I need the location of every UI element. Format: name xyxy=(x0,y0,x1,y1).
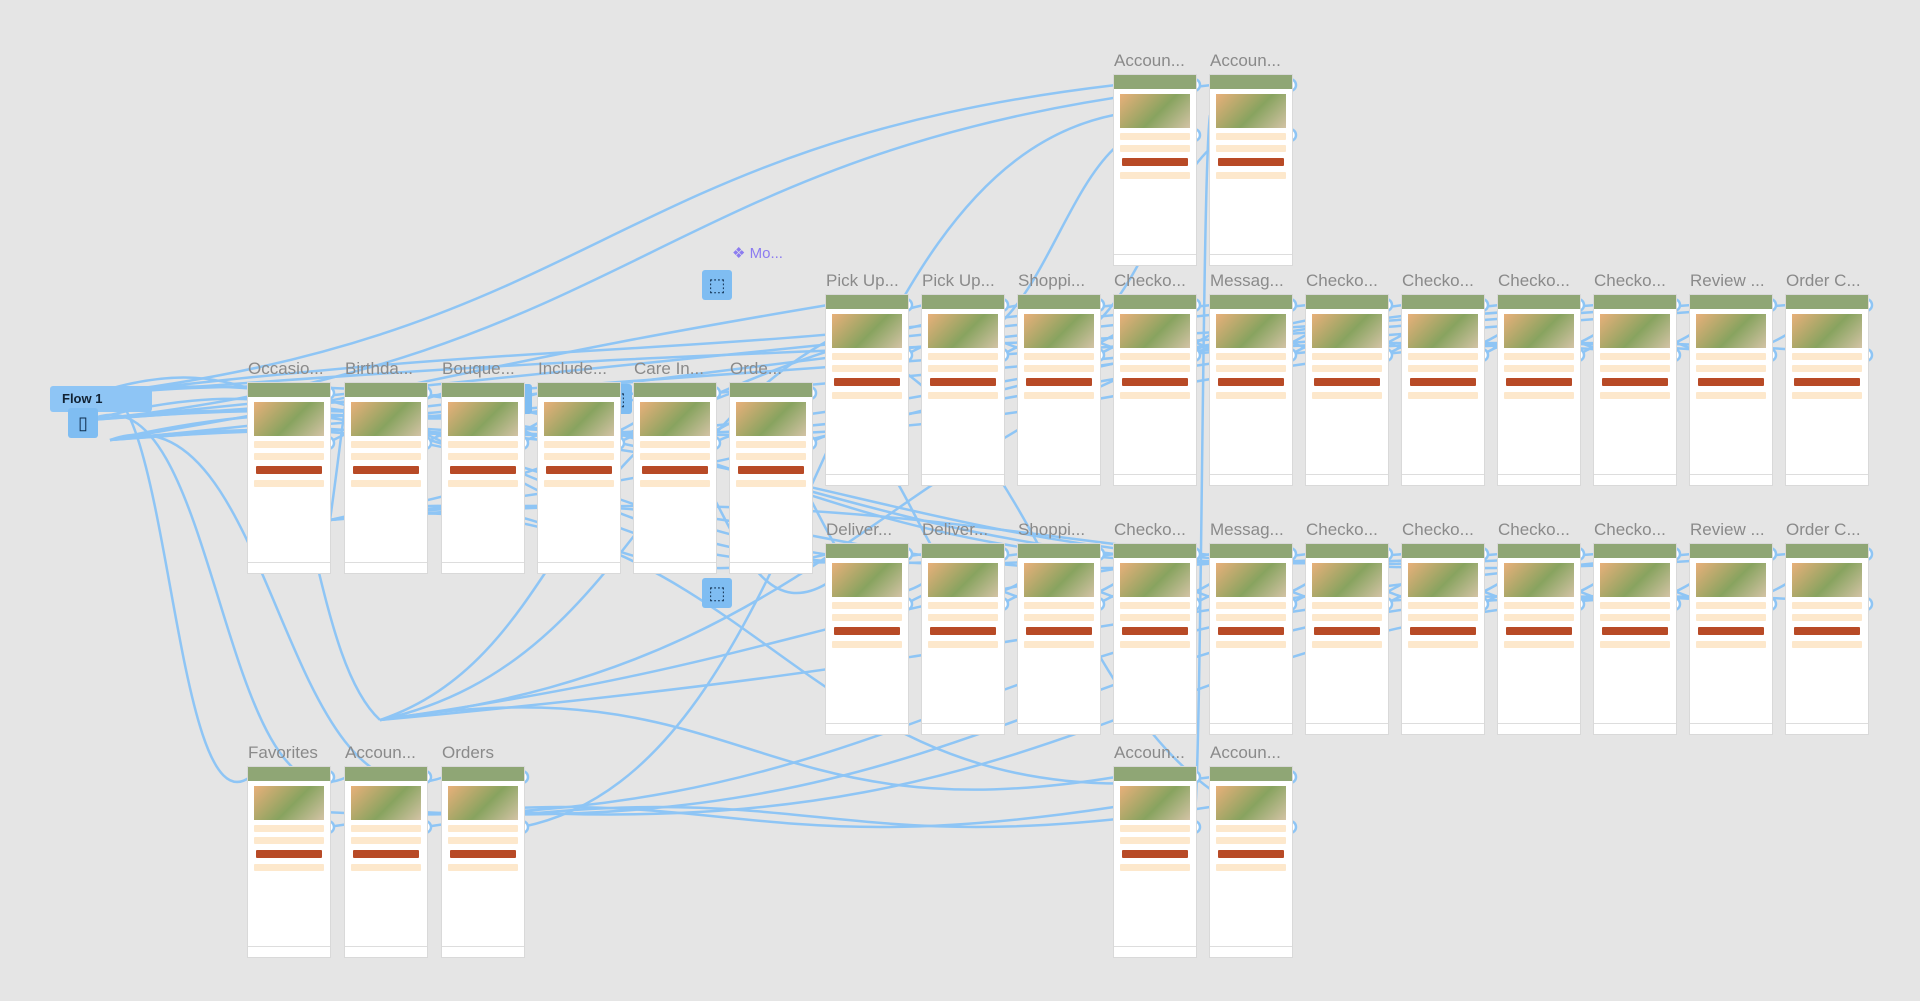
connector-line xyxy=(521,113,1115,829)
frame-title[interactable]: Checko... xyxy=(1594,271,1666,290)
frame-select-icon[interactable]: ⬚ xyxy=(702,270,732,300)
frame-title[interactable]: Pick Up... xyxy=(826,271,899,290)
screen-frame[interactable] xyxy=(1306,544,1388,734)
screen-frame[interactable] xyxy=(1210,75,1292,265)
screen-frame[interactable] xyxy=(1210,295,1292,485)
screen-frame[interactable] xyxy=(538,383,620,573)
connector-line xyxy=(1192,114,1212,828)
frame-title[interactable]: Care In... xyxy=(634,359,704,378)
frame-title[interactable]: Pick Up... xyxy=(922,271,995,290)
screen-frame[interactable] xyxy=(1690,544,1772,734)
device-frame-icon[interactable]: ▯ xyxy=(68,408,98,438)
flow-badge-label: Flow 1 xyxy=(62,391,103,406)
screen-frame[interactable] xyxy=(1498,544,1580,734)
frame-title[interactable]: Review ... xyxy=(1690,520,1765,539)
screen-frame[interactable] xyxy=(345,383,427,573)
frame-title[interactable]: Deliver... xyxy=(826,520,893,539)
screen-frame[interactable] xyxy=(634,383,716,573)
frame-title[interactable]: Messag... xyxy=(1210,271,1284,290)
frame-title[interactable]: Checko... xyxy=(1402,271,1474,290)
screen-frame[interactable] xyxy=(1114,767,1196,957)
screen-frame[interactable] xyxy=(248,767,330,957)
frame-title[interactable]: Accoun... xyxy=(1114,51,1185,70)
frame-title[interactable]: Checko... xyxy=(1306,520,1378,539)
frame-title[interactable]: Orde... xyxy=(730,359,782,378)
screen-frame[interactable] xyxy=(1018,295,1100,485)
frame-title[interactable]: Order C... xyxy=(1786,271,1861,290)
screen-frame[interactable] xyxy=(826,295,908,485)
frame-title[interactable]: Birthda... xyxy=(345,359,414,378)
connector-line xyxy=(89,389,251,783)
screen-frame[interactable] xyxy=(1210,767,1292,957)
frame-select-icon-2[interactable]: ⬚ xyxy=(702,578,732,608)
mobile-component-label: ❖ Mo... xyxy=(732,245,783,262)
connector-line xyxy=(89,83,1117,397)
screen-frame[interactable] xyxy=(730,383,812,573)
screen-frame[interactable] xyxy=(345,767,427,957)
screen-frame[interactable] xyxy=(1786,295,1868,485)
frame-title[interactable]: Checko... xyxy=(1498,271,1570,290)
frame-title[interactable]: Bouque... xyxy=(442,359,515,378)
frame-title[interactable]: Checko... xyxy=(1114,271,1186,290)
screen-frame[interactable] xyxy=(442,383,524,573)
frame-title[interactable]: Favorites xyxy=(248,743,318,762)
frame-title[interactable]: Review ... xyxy=(1690,271,1765,290)
frame-title[interactable]: Accoun... xyxy=(1210,743,1281,762)
connector-line xyxy=(379,706,1117,791)
connector-line xyxy=(89,303,1117,397)
frame-title[interactable]: Accoun... xyxy=(1114,743,1185,762)
frame-title[interactable]: Accoun... xyxy=(1210,51,1281,70)
frame-title[interactable]: Checko... xyxy=(1594,520,1666,539)
frame-title[interactable]: Messag... xyxy=(1210,520,1284,539)
screen-frame[interactable] xyxy=(442,767,524,957)
component-diamond-icon: ❖ xyxy=(732,245,750,262)
screen-frame[interactable] xyxy=(1402,544,1484,734)
screen-frame[interactable] xyxy=(922,544,1004,734)
screen-frame[interactable] xyxy=(1114,75,1196,265)
frame-title[interactable]: Deliver... xyxy=(922,520,989,539)
frame-title[interactable]: Shoppi... xyxy=(1018,520,1086,539)
frame-title[interactable]: Orders xyxy=(442,743,494,762)
frame-title[interactable]: Checko... xyxy=(1402,520,1474,539)
frame-title[interactable]: Checko... xyxy=(1498,520,1570,539)
screen-frame[interactable] xyxy=(1498,295,1580,485)
screen-frame[interactable] xyxy=(248,383,330,573)
screen-frame[interactable] xyxy=(1114,544,1196,734)
frame-title[interactable]: Include... xyxy=(538,359,607,378)
frame-title[interactable]: Shoppi... xyxy=(1018,271,1086,290)
screen-frame[interactable] xyxy=(1594,544,1676,734)
screen-frame[interactable] xyxy=(1114,295,1196,485)
frame-title[interactable]: Occasio... xyxy=(248,359,324,378)
screen-frame[interactable] xyxy=(1210,544,1292,734)
frame-title[interactable]: Accoun... xyxy=(345,743,416,762)
screen-frame[interactable] xyxy=(1690,295,1772,485)
screen-frame[interactable] xyxy=(1306,295,1388,485)
screen-frame[interactable] xyxy=(1786,544,1868,734)
screen-frame[interactable] xyxy=(1594,295,1676,485)
frame-title[interactable]: Checko... xyxy=(1306,271,1378,290)
screen-frame[interactable] xyxy=(1018,544,1100,734)
screen-frame[interactable] xyxy=(1402,295,1484,485)
frame-title[interactable]: Order C... xyxy=(1786,520,1861,539)
frame-title[interactable]: Checko... xyxy=(1114,520,1186,539)
screen-frame[interactable] xyxy=(922,295,1004,485)
flow-starting-point-badge[interactable]: Flow 1 xyxy=(50,386,152,412)
screen-frame[interactable] xyxy=(826,544,908,734)
